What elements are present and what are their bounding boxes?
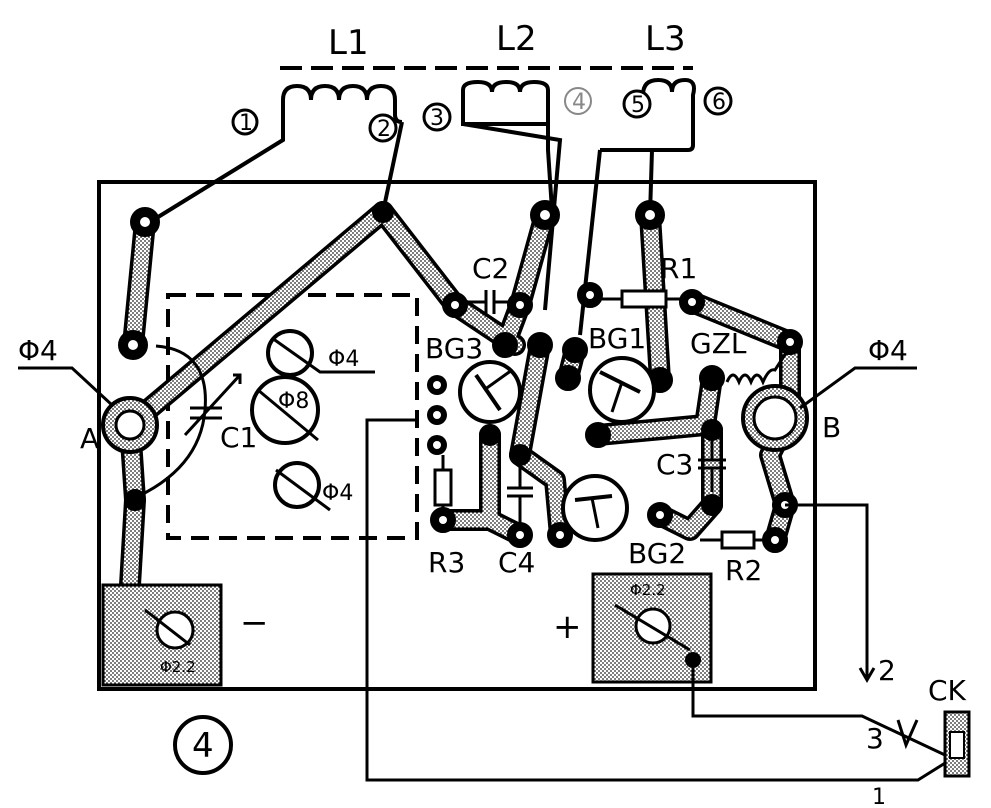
capacitor-c4 [507,462,533,525]
variable-capacitor-c1 [129,344,242,502]
coil-terminal-2: 2 [368,113,398,143]
bg3-side-pads [427,375,447,455]
label-phi-top: Φ4 [328,347,359,372]
minus-sign: − [240,603,269,643]
lead-label-2: 2 [878,654,896,687]
terminal-3-text: 3 [430,106,444,131]
solder-pads [118,200,803,553]
label-phi-bottom: Φ4 [322,481,353,506]
label-r1: R1 [660,252,697,285]
hole-leaders [257,336,375,512]
label-l1: L1 [328,23,369,63]
label-c2: C2 [472,252,509,285]
label-r2: R2 [725,554,762,587]
figure-number-text: 4 [192,726,214,766]
node-a-hole [101,396,159,454]
label-b: B [822,411,841,444]
label-c4: C4 [498,546,535,579]
label-left-phi: Φ4 [18,334,58,367]
label-bg2: BG2 [628,537,686,570]
lead-label-1: 1 [872,785,886,808]
positive-battery-pad: Φ2.2 [591,572,713,684]
negative-pad-hole-text: Φ2.2 [160,658,196,676]
terminal-6-text: 6 [712,90,726,115]
node-b-hole [741,384,809,452]
coil-terminal-6: 6 [703,86,733,116]
coil-l1 [281,83,403,124]
terminal-5-text: 5 [631,93,645,118]
coil-terminal-3: 3 [422,102,452,132]
label-a: A [80,422,99,455]
transistor-bg1 [588,356,656,424]
transistor-bg2 [561,474,629,542]
coil-terminal-5: 5 [622,89,652,119]
figure-number: 4 [173,715,233,775]
transistor-bg3 [458,360,522,424]
coil-l3 [600,77,696,152]
terminal-2-text: 2 [377,117,391,142]
label-ck: CK [928,674,967,707]
negative-battery-pad: Φ2.2 [101,583,223,687]
coil-terminal-1: 1 [231,108,259,136]
label-c1: C1 [220,421,257,454]
right-phi-leader [799,366,917,410]
label-l3: L3 [645,19,686,59]
coil-l2 [461,79,550,126]
switch-ck [943,710,971,778]
label-phi-big: Φ8 [278,389,309,414]
label-bg3: BG3 [425,332,483,365]
left-phi-leader [18,366,114,407]
mounting-holes [250,329,321,509]
lead-3-arrow [896,719,919,750]
resistor-r1 [602,289,682,309]
label-right-phi: Φ4 [868,334,908,367]
positive-pad-hole-text: Φ2.2 [630,581,666,599]
lead-label-3: 3 [866,722,884,755]
capacitor-c2 [463,290,512,314]
coil-terminal-4: 4 [564,87,592,115]
label-r3: R3 [428,546,465,579]
plus-sign: + [553,607,582,647]
label-bg1: BG1 [588,322,646,355]
terminal-4-text: 4 [572,90,586,115]
pad-holes [128,210,794,544]
resistor-r3 [433,455,453,512]
resistor-r2 [700,530,766,550]
capacitor-c3 [698,440,726,492]
label-l2: L2 [496,19,537,59]
label-gzl: GZL [690,327,747,360]
terminal-1-text: 1 [239,111,253,136]
choke-gzl [725,349,790,386]
label-c3: C3 [656,448,693,481]
board-outline [97,180,817,691]
